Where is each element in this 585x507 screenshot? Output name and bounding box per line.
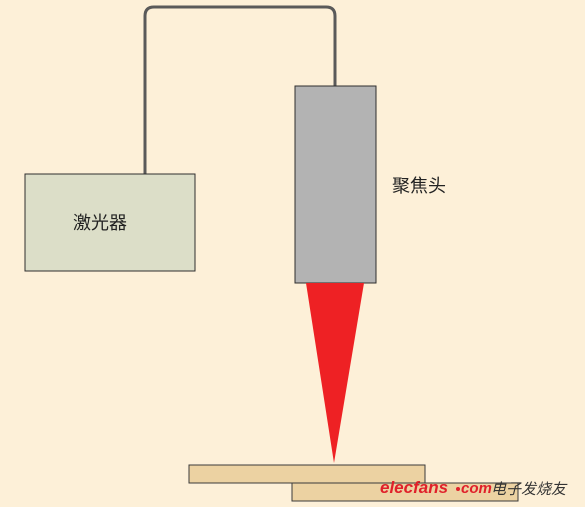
laser-label: 激光器	[73, 213, 127, 234]
watermark: elecfans com 电子发烧友	[380, 478, 568, 498]
watermark-site: elecfans	[380, 478, 448, 497]
watermark-chinese: 电子发烧友	[491, 480, 568, 498]
laser-box	[24, 173, 196, 272]
focus-head-label: 聚焦头	[392, 176, 446, 197]
watermark-dot	[456, 487, 460, 491]
fiber-cable	[143, 5, 337, 174]
watermark-domain: com	[461, 480, 492, 497]
workpiece-upper-plate	[188, 464, 426, 484]
laser-beam	[306, 283, 364, 463]
focus-head	[294, 85, 377, 284]
